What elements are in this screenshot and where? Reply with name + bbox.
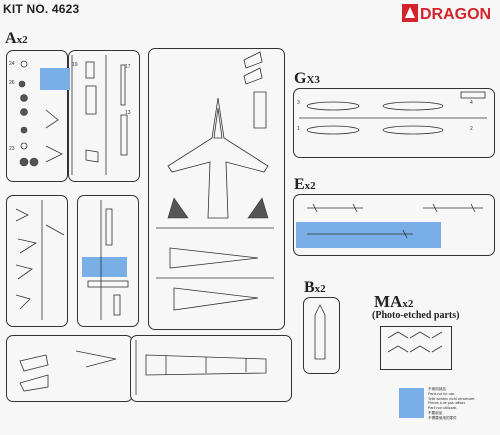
part-number: 26	[9, 80, 15, 86]
part-number: 13	[125, 110, 131, 116]
part-number: 2	[470, 126, 473, 132]
part-number: 17	[125, 64, 131, 70]
sprue-b-parts	[314, 304, 326, 360]
sprue-a-top-right	[68, 50, 140, 182]
part-number: 19	[72, 62, 78, 68]
unused-part-highlight	[40, 68, 70, 90]
sprue-a-label: Ax2	[5, 30, 28, 47]
bottom-sprue-parts	[19, 340, 267, 395]
sprue-a-top-parts	[18, 55, 128, 175]
sprue-bottom-right	[130, 335, 292, 402]
part-number: 4	[470, 100, 473, 106]
sprue-g	[293, 88, 495, 158]
unused-parts-notes: 不使用部品 Parts not for use. Teile werden ni…	[428, 387, 476, 420]
dragon-logo: DRAGON	[402, 4, 491, 23]
sprue-e-label: Ex2	[294, 176, 316, 193]
sprue-b-label: Bx2	[304, 279, 326, 296]
kit-number: KIT NO. 4623	[3, 2, 80, 16]
photo-etched-subtitle: (Photo-etched parts)	[372, 310, 460, 321]
photo-etched-parts	[387, 331, 443, 353]
sprue-g-label: GX3	[294, 70, 320, 87]
sprue-g-parts	[299, 91, 487, 135]
brand-text: DRAGON	[420, 6, 491, 23]
part-number: 3	[297, 100, 300, 106]
sprue-a-bottom-parts	[15, 200, 129, 320]
unused-parts-swatch	[399, 388, 424, 418]
unused-part-highlight	[82, 257, 127, 277]
sprue-a-bottom-left	[6, 195, 68, 327]
part-number: 24	[9, 61, 15, 67]
part-number: 1	[297, 126, 300, 132]
sprue-ma-label: MAx2	[374, 292, 414, 311]
unused-part-highlight	[296, 222, 441, 248]
fuselage-parts	[156, 51, 274, 311]
sprue-e-parts	[307, 203, 483, 239]
sprue-b	[303, 297, 340, 374]
part-number: 23	[9, 146, 15, 152]
main-fuselage-sprue	[148, 48, 285, 330]
